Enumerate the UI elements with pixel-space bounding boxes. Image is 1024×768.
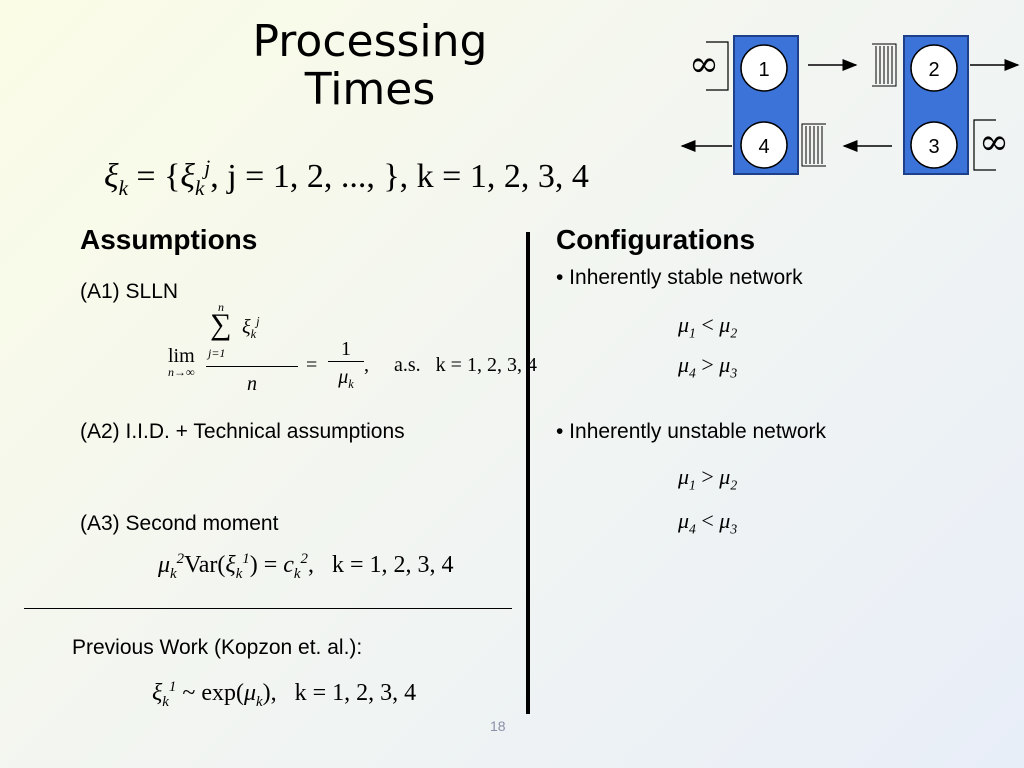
queue-buffer-2 [872, 43, 897, 87]
previous-work-label: Previous Work (Kopzon et. al.): [72, 636, 363, 659]
assumption-a3-label: (A3) Second moment [80, 512, 279, 535]
infinite-buffer-right: ∞ [973, 119, 1009, 171]
slln-fraction-right: 1 μk [328, 338, 364, 390]
infinity-symbol-right: ∞ [979, 122, 1009, 163]
node-1-label: 1 [758, 59, 769, 81]
title-line-2: Times [304, 64, 436, 115]
node-3-label: 3 [928, 136, 939, 158]
server-node-1 [740, 44, 788, 92]
unstable-relation-1: μ1 > μ2 [678, 464, 738, 493]
column-divider [526, 232, 530, 714]
section-divider [24, 608, 512, 609]
assumptions-heading: Assumptions [80, 224, 258, 255]
infinite-buffer-left: ∞ [689, 41, 729, 91]
previous-work-formula: ξk1 ~ exp(μk), k = 1, 2, 3, 4 [152, 679, 417, 710]
queue-buffer-4 [801, 123, 826, 167]
second-moment-formula: μk2Var(ξk1) = ck2, k = 1, 2, 3, 4 [158, 551, 454, 582]
infinity-symbol-left: ∞ [689, 44, 719, 85]
stable-network-label: • Inherently stable network [556, 266, 803, 289]
assumption-a2-label: (A2) I.I.D. + Technical assumptions [80, 420, 405, 443]
node-2-label: 2 [928, 59, 939, 81]
stable-relation-1: μ1 < μ2 [678, 312, 738, 341]
page-number: 18 [490, 718, 506, 734]
title-line-1: Processing [252, 16, 488, 67]
node-4-label: 4 [758, 136, 769, 158]
xi-definition-formula: ξk = {ξkj, j = 1, 2, ..., }, k = 1, 2, 3… [104, 155, 589, 200]
network-diagram: 1 4 2 3 ∞ ∞ [680, 35, 1020, 175]
server-node-4 [740, 121, 788, 169]
slide-title: Processing Times [200, 18, 540, 114]
assumption-a1-label: (A1) SLLN [80, 280, 179, 303]
server-node-2 [910, 44, 958, 92]
server-node-3 [910, 121, 958, 169]
unstable-network-label: • Inherently unstable network [556, 420, 827, 443]
configurations-heading: Configurations [556, 224, 756, 255]
stable-relation-2: μ4 > μ3 [678, 352, 738, 381]
slln-fraction-left: n ∑ j=1 ξkj n [206, 300, 298, 396]
unstable-relation-2: μ4 < μ3 [678, 508, 738, 537]
